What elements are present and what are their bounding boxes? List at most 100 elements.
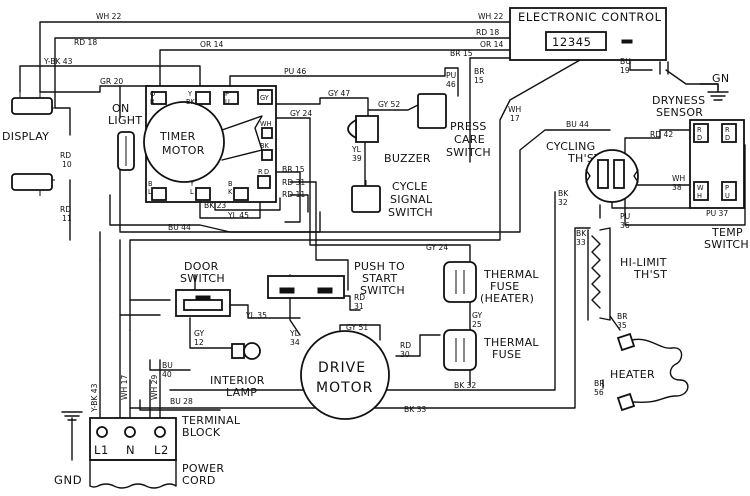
wire-label: BR 15 <box>282 165 305 174</box>
wire-label: BK 32 <box>454 381 476 390</box>
svg-text:B: B <box>148 180 153 188</box>
wire-label: RD 18 <box>74 38 97 47</box>
wire-label: GY 24 <box>290 109 312 118</box>
wire-label: BU 28 <box>170 397 193 406</box>
wire-label: BU <box>620 57 631 66</box>
svg-text:P: P <box>725 184 729 192</box>
cycling-thst-label-line1: CYCLING <box>546 140 596 153</box>
on-light-label-line2: LIGHT <box>108 114 142 127</box>
hi-limit-label-line1: HI-LIMIT <box>620 256 667 269</box>
svg-text:D: D <box>725 134 730 142</box>
thermal-fuse-label-line2: FUSE <box>492 348 522 361</box>
svg-text:U: U <box>725 192 730 200</box>
svg-text:D: D <box>264 168 269 176</box>
wire-label: Y-BK 43 <box>90 383 99 413</box>
wire-label: BR <box>474 67 485 76</box>
wire-label: RD 18 <box>476 28 499 37</box>
terminal-l1: L1 <box>94 443 109 457</box>
wire-label: 15 <box>474 76 484 85</box>
wire-label: RD 42 <box>650 130 673 139</box>
thermal-fuse-label-line1: THERMAL <box>483 336 539 349</box>
timer-motor-label-line1: TIMER <box>159 130 196 143</box>
terminal-block-label-line2: BLOCK <box>182 426 221 439</box>
wire-label: RD <box>354 293 365 302</box>
svg-text:Y: Y <box>187 90 193 98</box>
wire-labels: WH 22 WH 22 RD 18 RD 18 OR 14 OR 14 BR 1… <box>43 12 728 414</box>
power-cord-label-line2: CORD <box>182 474 216 487</box>
terminal-block: L1 N L2 TERMINAL BLOCK <box>89 414 241 461</box>
wire-label: PU 37 <box>706 209 728 218</box>
wire-label: BK 23 <box>204 201 226 210</box>
wire-label: YL 35 <box>245 311 267 320</box>
buzzer: BUZZER <box>347 115 431 165</box>
wire-label: OR 14 <box>480 40 503 49</box>
wire-label: BK <box>576 229 587 238</box>
heater: HEATER <box>610 332 689 412</box>
thermal-fuse-heater: THERMAL FUSE (HEATER) <box>443 261 539 305</box>
cycling-thermostat: CYCLING TH'ST <box>546 140 639 203</box>
terminal-n: N <box>126 443 135 457</box>
timer-bottom-terminals: B L Y L B K R D <box>148 168 271 201</box>
control-pin-numbers: 12345 <box>552 35 592 49</box>
push-to-start-label-line3: SWITCH <box>360 284 405 297</box>
wire-label: Y-BK 43 <box>43 57 73 66</box>
timer: TIMER MOTOR O R Y BK P U GY WH BK <box>143 85 277 203</box>
wire-label: WH 29 <box>150 375 159 400</box>
terminal-block-label-line1: TERMINAL <box>181 414 241 427</box>
wire-label: 38 <box>672 183 682 192</box>
wire-label: 31 <box>354 302 364 311</box>
wire-label: BU <box>162 361 173 370</box>
wire-label: PU <box>620 212 630 221</box>
svg-text:W: W <box>697 184 704 192</box>
wire-label: GY 47 <box>328 89 350 98</box>
wire-label: BU 44 <box>168 223 191 232</box>
cycle-signal-label-line2: SIGNAL <box>390 193 433 206</box>
wire-label: GY <box>194 329 205 338</box>
svg-text:U: U <box>225 98 230 106</box>
electronic-control: ELECTRONIC CONTROL 12345 <box>509 7 667 61</box>
wire-label: GY 24 <box>426 243 448 252</box>
svg-text:BK: BK <box>260 142 270 150</box>
svg-text:L: L <box>190 188 194 196</box>
cycle-signal-label-line3: SWITCH <box>388 206 433 219</box>
interior-lamp-label-line2: LAMP <box>226 386 257 399</box>
wire-label: WH <box>508 105 521 114</box>
wire-label: BR 15 <box>450 49 473 58</box>
svg-text:Y: Y <box>189 180 195 188</box>
svg-text:O: O <box>150 90 155 98</box>
buzzer-label: BUZZER <box>384 152 431 165</box>
wire-label: RD <box>60 151 71 160</box>
push-to-start-label-line1: PUSH TO <box>354 260 405 273</box>
press-care-label-line1: PRESS <box>450 120 487 133</box>
display-label: DISPLAY <box>2 130 49 143</box>
dryness-sensor-label-line2: SENSOR <box>656 106 703 119</box>
wire-label: 17 <box>510 114 520 123</box>
on-light-label-line1: ON <box>112 102 130 115</box>
temp-switch-label-line2: SWITCH <box>704 238 749 251</box>
door-switch-label-line2: SWITCH <box>180 272 225 285</box>
timer-side-terminals: WH BK <box>260 120 273 161</box>
wire-label: BU 44 <box>566 120 589 129</box>
wire-label: 12 <box>194 338 204 347</box>
wire-label: 33 <box>576 238 586 247</box>
press-care-label-line2: CARE <box>454 133 485 146</box>
wire-label: PU 46 <box>284 67 306 76</box>
wire-label: WH 22 <box>478 12 503 21</box>
svg-text:P: P <box>225 90 229 98</box>
dryness-sensor: DRYNESS SENSOR GN <box>652 61 729 119</box>
timer-motor-label-line2: MOTOR <box>162 144 205 157</box>
wire-label: WH 17 <box>120 375 129 400</box>
thermal-fuse-heater-label-line1: THERMAL <box>483 268 539 281</box>
thermal-fuse-heater-label-line3: (HEATER) <box>480 292 534 305</box>
cycle-signal-label-line1: CYCLE <box>392 180 428 193</box>
press-care-label-line3: SWITCH <box>446 146 491 159</box>
svg-text:R: R <box>697 126 702 134</box>
wire-label: YL <box>289 329 300 338</box>
wire-label: GY 52 <box>378 100 400 109</box>
wire-label: 39 <box>352 154 362 163</box>
wire-label: RD 11 <box>282 190 305 199</box>
svg-text:R: R <box>725 126 730 134</box>
wire-label: RD 31 <box>282 178 305 187</box>
